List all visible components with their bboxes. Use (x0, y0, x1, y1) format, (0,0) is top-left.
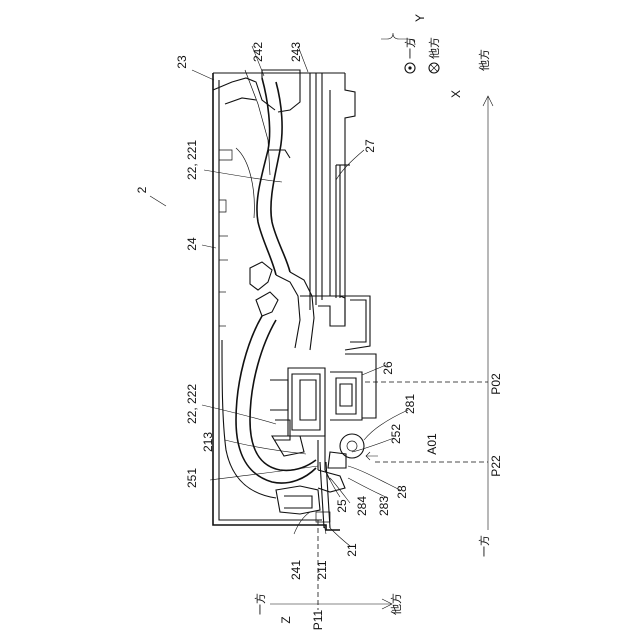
axis-x-label: X (449, 90, 463, 98)
label-251: 251 (185, 468, 199, 488)
axis-x-other: 他方 (477, 49, 491, 71)
label-252: 252 (389, 424, 403, 444)
label-P02: P02 (489, 373, 503, 395)
axis-y-label: Y (413, 14, 427, 22)
label-211: 211 (315, 560, 329, 579)
label-23: 23 (175, 55, 189, 69)
label-22-222: 22, 222 (185, 384, 199, 424)
label-284: 284 (355, 496, 369, 516)
label-22-221: 22, 221 (185, 140, 199, 180)
axis-y-one: 一方 (403, 37, 417, 59)
label-281: 281 (403, 394, 417, 414)
label-27: 27 (363, 139, 377, 153)
part-labels: 242 243 23 27 22, 221 2 24 26 22, 222 28… (135, 42, 439, 580)
cross-in-mark (431, 65, 438, 72)
label-P22: P22 (489, 455, 503, 477)
label-241: 241 (289, 560, 303, 580)
label-2: 2 (135, 186, 149, 193)
label-21: 21 (345, 543, 359, 557)
label-242: 242 (251, 42, 265, 62)
axis-z-one: 一方 (253, 593, 267, 615)
reference-lines (270, 96, 493, 610)
middle-guide (250, 262, 345, 350)
axis-z-label: Z (279, 616, 293, 623)
housing-outline (213, 73, 355, 530)
dot-out-center (408, 66, 411, 69)
label-28: 28 (395, 485, 409, 499)
flexible-member-loop (222, 316, 316, 498)
label-26: 26 (381, 361, 395, 375)
label-213: 213 (201, 432, 215, 452)
central-mechanism (270, 296, 378, 528)
upper-hook (213, 70, 300, 175)
label-25: 25 (335, 499, 349, 513)
axis-z-other: 他方 (389, 593, 403, 615)
axis-x-one: 一方 (477, 535, 491, 557)
label-P11: P11 (311, 609, 325, 630)
axis-y-other: 他方 (427, 37, 441, 59)
label-A01: A01 (425, 433, 439, 455)
vertical-rails (310, 73, 350, 325)
label-283: 283 (377, 496, 391, 516)
label-243: 243 (289, 42, 303, 62)
axis-legend: Y 一方 他方 他方 X 一方 一方 Z 他方 (253, 14, 491, 624)
label-24: 24 (185, 237, 199, 251)
